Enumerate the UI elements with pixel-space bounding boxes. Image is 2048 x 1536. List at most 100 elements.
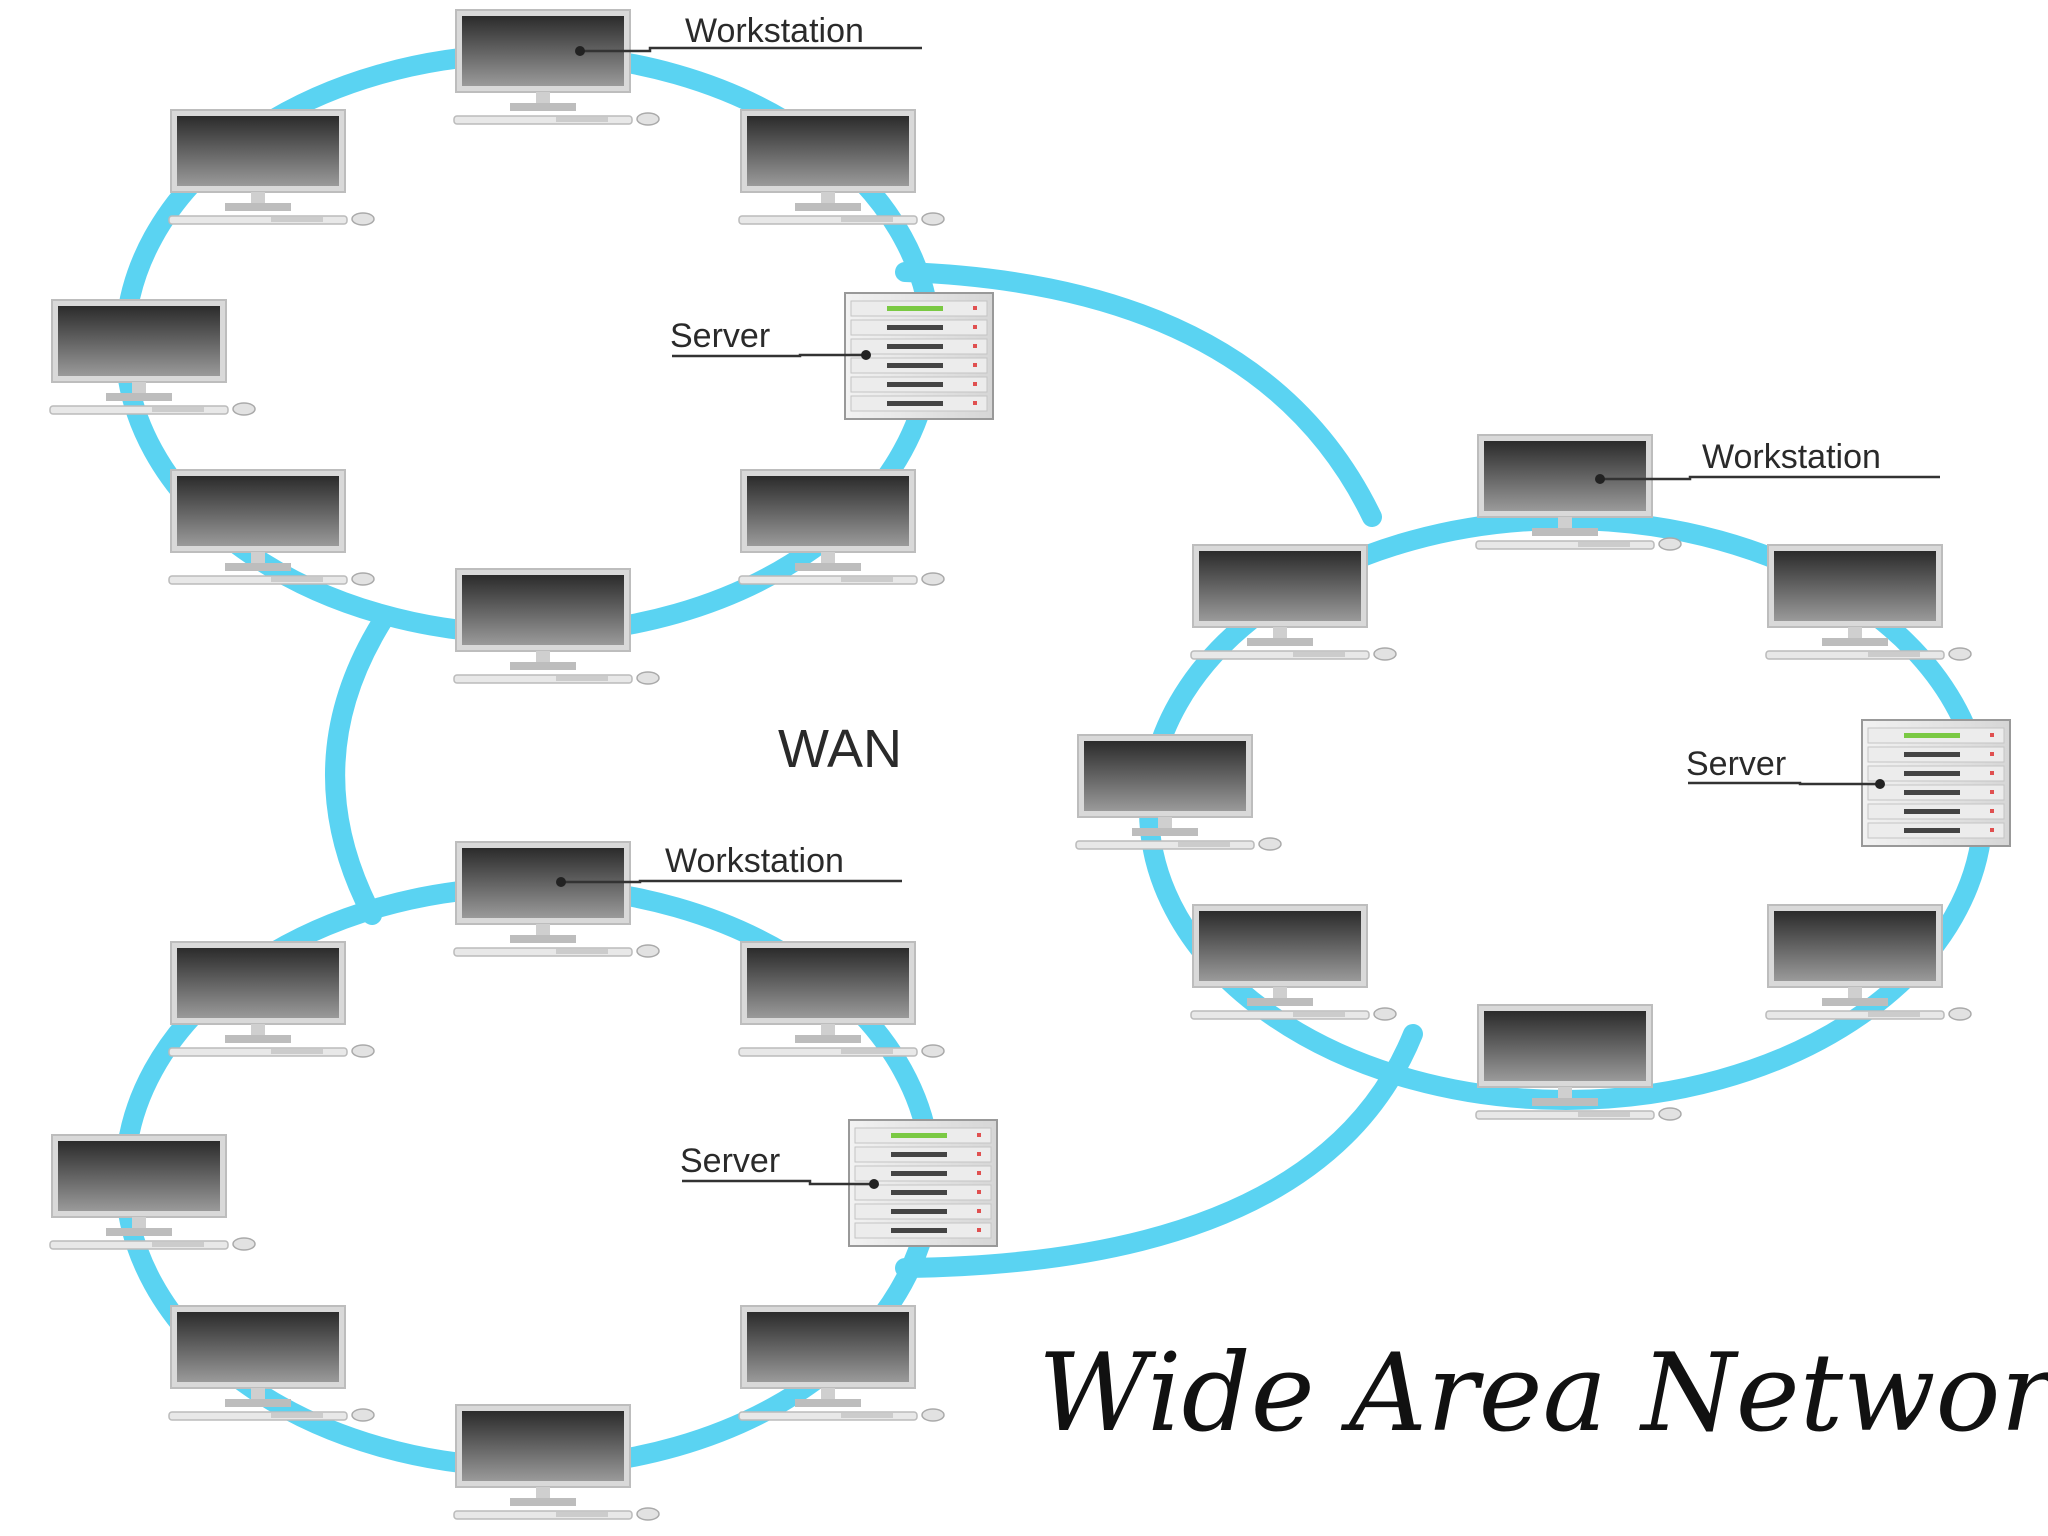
wan-link-top-left-to-right <box>895 262 1382 527</box>
callout-leaders <box>561 46 1940 1186</box>
leader-workstation-top <box>580 46 922 53</box>
monitor-stand <box>510 935 576 943</box>
workstation-icon <box>1765 544 1972 661</box>
leader-dot <box>1875 779 1885 789</box>
server-indicator <box>977 1228 981 1232</box>
server-drive-slot <box>1904 828 1960 833</box>
monitor-stand <box>106 1228 172 1236</box>
monitor-stand <box>1822 638 1888 646</box>
monitor-stand <box>510 1498 576 1506</box>
mouse <box>1258 837 1282 851</box>
workstation-icon <box>738 109 945 226</box>
keyboard-keys <box>556 117 608 122</box>
label-server-bottom: Server <box>680 1142 780 1180</box>
monitor-neck <box>536 651 550 663</box>
mouse <box>921 1044 945 1058</box>
mouse <box>1948 647 1972 661</box>
mouse <box>351 212 375 226</box>
label-server-top: Server <box>670 317 770 355</box>
keyboard-keys <box>1293 652 1345 657</box>
keyboard-keys <box>271 577 323 582</box>
server-icon <box>844 292 994 420</box>
leader-dot <box>1595 474 1605 484</box>
monitor-stand <box>795 563 861 571</box>
keyboard-keys <box>271 1413 323 1418</box>
server-indicator <box>1990 752 1994 756</box>
diagram-title: Wide Area Network <box>1038 1331 2048 1456</box>
server-indicator <box>1990 790 1994 794</box>
server-drive-slot <box>887 325 943 330</box>
monitor-stand <box>106 393 172 401</box>
keyboard-keys <box>152 407 204 412</box>
keyboard-keys <box>1293 1012 1345 1017</box>
workstation-icon <box>453 1404 660 1521</box>
monitor-neck <box>1273 987 1287 999</box>
label-server-right: Server <box>1686 745 1786 783</box>
server-indicator <box>973 325 977 329</box>
monitor-neck <box>132 1217 146 1229</box>
workstation-icon <box>1190 904 1397 1021</box>
monitor-stand <box>225 563 291 571</box>
keyboard-keys <box>841 1049 893 1054</box>
workstation-icon <box>1075 734 1282 851</box>
monitor-neck <box>1848 987 1862 999</box>
keyboard-keys <box>841 217 893 222</box>
leader-dot <box>869 1179 879 1189</box>
server-drive-slot <box>1904 752 1960 757</box>
server-drive-slot <box>887 401 943 406</box>
server-indicator <box>1990 809 1994 813</box>
server-status-led <box>1904 733 1960 738</box>
leader-dot <box>556 877 566 887</box>
leader-dot <box>861 350 871 360</box>
mouse <box>921 1408 945 1422</box>
keyboard-keys <box>556 676 608 681</box>
workstation-icon <box>453 841 660 958</box>
server-indicator <box>977 1171 981 1175</box>
label-workstation-right: Workstation <box>1702 438 1881 476</box>
monitor-stand <box>510 662 576 670</box>
monitor-screen <box>1199 911 1361 981</box>
monitor-stand <box>1532 528 1598 536</box>
keyboard-keys <box>271 217 323 222</box>
monitor-neck <box>251 1388 265 1400</box>
leader-server-bottom <box>682 1179 874 1186</box>
mouse <box>351 1044 375 1058</box>
server-status-led <box>887 306 943 311</box>
monitor-screen <box>58 306 220 376</box>
server-indicator <box>973 363 977 367</box>
monitor-screen <box>1774 911 1936 981</box>
workstation-icon <box>168 109 375 226</box>
server-drive-slot <box>891 1228 947 1233</box>
monitor-neck <box>821 552 835 564</box>
mouse <box>1658 1107 1682 1121</box>
workstation-icon <box>1765 904 1972 1021</box>
workstation-icon <box>738 1305 945 1422</box>
monitor-neck <box>536 1487 550 1499</box>
leader-workstation-right <box>1600 475 1940 481</box>
monitor-screen <box>747 116 909 186</box>
monitor-screen <box>177 476 339 546</box>
server-indicator <box>973 401 977 405</box>
wan-link-top-left-to-bottom-left <box>325 610 393 925</box>
server-indicator <box>1990 828 1994 832</box>
server-indicator <box>1990 771 1994 775</box>
monitor-stand <box>225 1399 291 1407</box>
mouse <box>636 1507 660 1521</box>
workstation-icon <box>49 299 256 416</box>
monitor-screen <box>747 1312 909 1382</box>
monitor-neck <box>1158 817 1172 829</box>
monitor-neck <box>821 1388 835 1400</box>
monitor-neck <box>251 192 265 204</box>
monitor-screen <box>462 1411 624 1481</box>
keyboard-keys <box>271 1049 323 1054</box>
monitor-stand <box>795 1399 861 1407</box>
keyboard-keys <box>152 1242 204 1247</box>
monitor-neck <box>132 382 146 394</box>
server-drive-slot <box>887 363 943 368</box>
workstation-icon <box>168 469 375 586</box>
keyboard-keys <box>1178 842 1230 847</box>
mouse <box>351 572 375 586</box>
workstation-icon <box>738 469 945 586</box>
server-drive-slot <box>891 1152 947 1157</box>
